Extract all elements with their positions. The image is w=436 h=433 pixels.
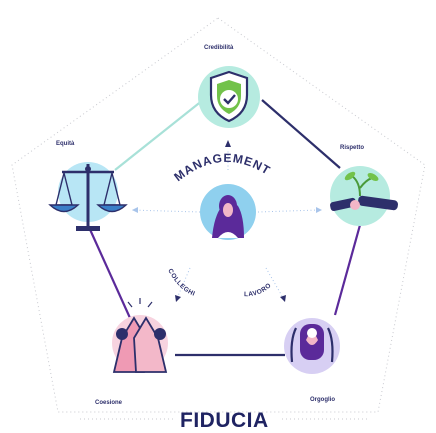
high-five-icon	[112, 298, 168, 373]
trophy-person-icon	[284, 318, 340, 374]
diagram-title: FIDUCIA	[180, 409, 269, 432]
center-rays	[129, 150, 319, 297]
person-avatar-icon	[200, 184, 256, 240]
lavoro-label: LAVORO	[244, 282, 273, 298]
connector-lines	[86, 99, 362, 357]
equita-label: Equità	[56, 141, 75, 147]
shield-check-icon	[198, 66, 260, 128]
arrow-right-icon	[316, 207, 322, 213]
orgoglio-label: Orgoglio	[310, 397, 335, 403]
credibilita-label: Credibilità	[204, 45, 234, 51]
rispetto-label: Rispetto	[340, 145, 364, 151]
colleghi-label: COLLEGHI	[166, 268, 196, 298]
arrow-down-right-icon	[280, 295, 286, 302]
handshake-plant-icon	[330, 166, 398, 226]
management-label: MANAGEMENT	[171, 151, 273, 184]
arrow-left-icon	[132, 207, 138, 213]
scales-icon	[48, 162, 128, 231]
coesione-label: Coesione	[95, 400, 123, 406]
arrow-up-icon	[225, 140, 231, 147]
arrow-down-left-icon	[175, 295, 181, 302]
